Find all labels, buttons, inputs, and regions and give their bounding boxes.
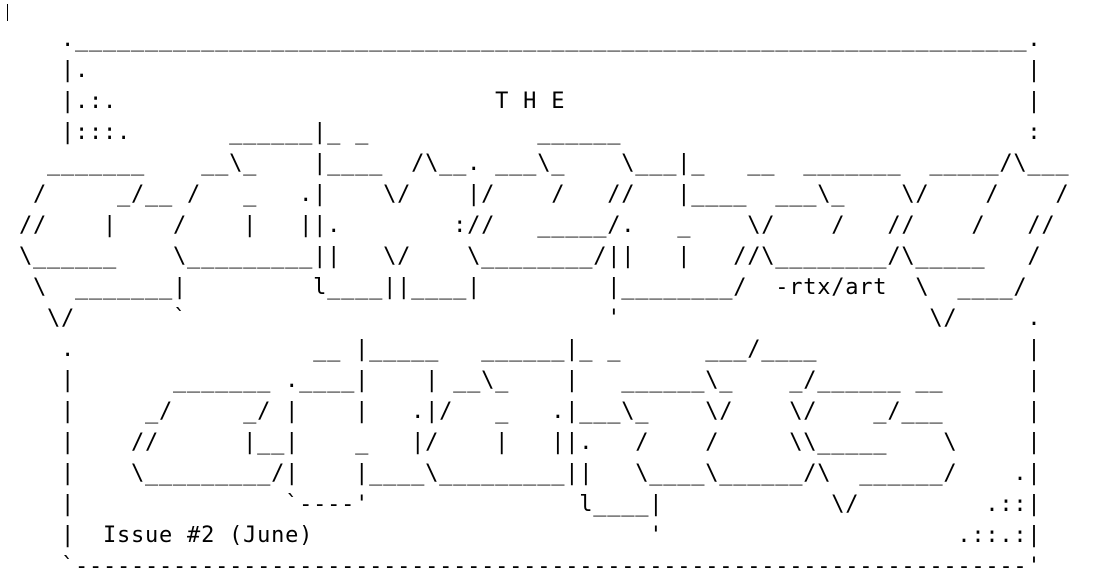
art-line-issue: | Issue #2 (June) ' .::.:| [19,523,1042,548]
art-line-credit: \ _______| l____||____| |________/ -rtx/… [19,275,1028,300]
art-line-logo-bottom: . __ |_____ ______|_ _ ___/____ | [19,337,1042,362]
art-line-logo-bottom: | _/ _/ | | .|/ _ .|___\_ \/ \/ _/___ | [19,399,1042,424]
art-line: |:::. ______|_ _ ______ : [19,120,1042,145]
art-line-logo-bottom: | // |__| _ |/ | ||. / / \\_____ \ | [19,430,1042,455]
art-line-the: |.:. T H E | [19,89,1042,114]
art-line-logo-top: \______ \_________|| \/ \________/|| | /… [19,244,1042,269]
art-line-frame-top: ._______________________________________… [19,27,1042,52]
art-line: \/ ` ' \/ . [19,306,1042,331]
art-line-logo-top: _______ __\_ |____ /\__. ___\_ \___|_ __… [19,151,1070,176]
art-line-frame-bottom: `---------------------------------------… [19,554,1042,579]
art-line-logo-bottom: | \_________/| |____\_________|| \____\_… [19,461,1042,486]
art-line: |. | [19,58,1042,83]
art-line-logo-bottom: | _______ .____| | __\_ | ______\_ _/___… [19,368,1042,393]
art-line-logo-top: / _/__ / _ .| \/ |/ / // |____ ___\_ \/ … [19,182,1070,207]
art-line-logo-top: // | / | ||. :// _____/. _ \/ / // / // [19,213,1056,238]
ascii-art-banner: ._______________________________________… [19,24,1069,582]
text-cursor [7,4,8,21]
art-line: | `----' l____| \/ .::| [19,492,1042,517]
